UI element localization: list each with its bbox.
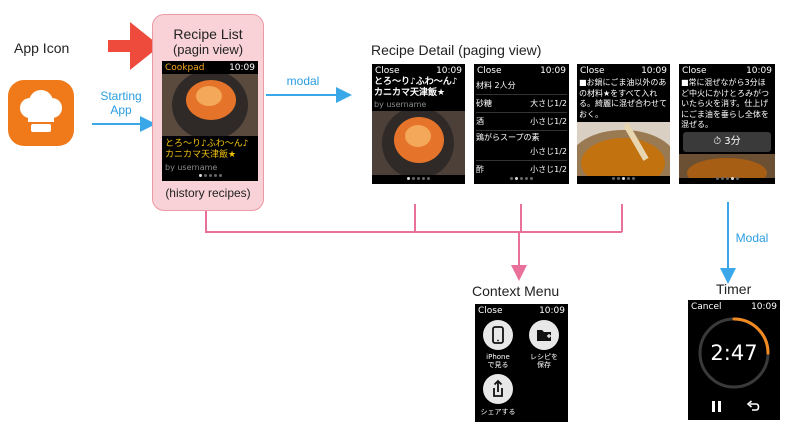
ingredient-row: 酢 小さじ1/2	[476, 165, 567, 174]
recipe-list-title: Recipe List	[173, 26, 243, 42]
recipe-detail-label: Recipe Detail (paging view)	[371, 42, 542, 58]
close-button[interactable]: Close	[375, 66, 400, 76]
ingredient-row: 酒 小さじ1/2	[476, 113, 567, 131]
recipe-author: by username	[165, 163, 218, 172]
recipe-title: とろ〜り♪ふわ〜ん♪カニカマ天津飯★	[374, 77, 458, 98]
recipe-photo	[162, 74, 258, 136]
save-recipe-button[interactable]	[529, 320, 559, 350]
context-menu-bracket	[205, 204, 623, 233]
close-button[interactable]: Close	[478, 306, 503, 316]
timer-label: Timer	[716, 281, 752, 297]
clock-time: 10:09	[539, 306, 565, 316]
clock-time: 10:09	[436, 66, 462, 76]
view-on-iphone-label: iPhone で見る	[486, 353, 510, 369]
app-icon-label: App Icon	[14, 40, 70, 56]
ingredient-row: 砂糖 大さじ1/2	[476, 95, 567, 113]
clock-time: 10:09	[746, 66, 772, 76]
ingredient-row: 鶏がらスープの素 小さじ1/2	[476, 131, 567, 161]
cookpad-app-icon[interactable]	[8, 80, 74, 146]
share-button[interactable]	[483, 374, 513, 404]
clock-time: 10:09	[229, 63, 255, 73]
page-indicator[interactable]	[679, 177, 775, 182]
clock-time: 10:09	[641, 66, 667, 76]
cancel-button[interactable]: Cancel	[691, 302, 722, 312]
starting-app-line1: Starting	[100, 89, 142, 103]
recipe-detail-screen-3[interactable]: Close 10:09 ■お鍋にごま油以外のあの材料★をすべて入れる。綺麗に混ぜ…	[577, 64, 670, 184]
timer-modal-label: Modal	[735, 231, 769, 245]
page-indicator[interactable]	[372, 177, 465, 182]
app-name[interactable]: Cookpad	[165, 63, 205, 73]
recipe-title: とろ〜り♪ふわ〜ん♪カニカマ天津飯★	[165, 139, 249, 160]
clock-time: 10:09	[540, 66, 566, 76]
close-button[interactable]: Close	[682, 66, 707, 76]
status-bar: Cookpad 10:09	[165, 62, 255, 74]
close-button[interactable]: Close	[580, 66, 605, 76]
recipe-detail-screen-2[interactable]: Close 10:09 材料 2人分 砂糖 大さじ1/2 酒 小さじ1/2 鶏が…	[474, 64, 569, 184]
step-photo	[577, 122, 670, 176]
recipe-list-screen[interactable]: Cookpad 10:09 とろ〜り♪ふわ〜ん♪カニカマ天津飯★ by user…	[162, 61, 258, 181]
modal-label: modal	[286, 74, 320, 88]
red-pointer-arrow	[108, 22, 160, 70]
starting-app-label: Starting App	[96, 89, 146, 117]
chef-hat-icon	[20, 90, 62, 132]
step-text: ■常に混ぜながら3分ほど中火にかけとろみがついたら火を消す。仕上げにごま油を垂ら…	[681, 78, 769, 129]
servings-row: 材料 2人分	[476, 77, 567, 95]
timer-progress-arc	[698, 317, 770, 389]
history-recipes-label: (history recipes)	[165, 186, 251, 200]
pause-icon[interactable]	[712, 401, 722, 412]
folder-add-icon	[537, 330, 551, 341]
page-indicator[interactable]	[577, 177, 670, 182]
page-indicator[interactable]	[162, 174, 258, 179]
context-menu-screen[interactable]: Close 10:09 iPhone で見る レシピを 保存 シェアする	[475, 304, 568, 422]
iphone-icon	[492, 326, 504, 344]
share-label: シェアする	[480, 408, 516, 416]
view-on-iphone-button[interactable]	[483, 320, 513, 350]
timer-remaining: 2:47	[710, 341, 758, 365]
recipe-author: by username	[374, 100, 427, 109]
step-text: ■お鍋にごま油以外のあの材料★をすべて入れる。綺麗に混ぜ合わせておく。	[579, 78, 667, 119]
servings: 材料 2人分	[476, 81, 516, 90]
context-menu-label: Context Menu	[472, 283, 560, 299]
recipe-detail-screen-4[interactable]: Close 10:09 ■常に混ぜながら3分ほど中火にかけとろみがついたら火を消…	[679, 64, 775, 184]
timer-button[interactable]: ⏱ 3分	[683, 132, 771, 152]
share-icon	[493, 379, 503, 397]
page-indicator[interactable]	[474, 177, 569, 182]
recipe-photo	[372, 111, 465, 175]
timer-screen[interactable]: Cancel 10:09 2:47	[688, 300, 780, 420]
recipe-list-subtitle: (pagin view)	[172, 42, 244, 57]
save-recipe-label: レシピを 保存	[530, 353, 558, 369]
timer-ring	[698, 317, 770, 389]
step-photo	[679, 154, 775, 178]
restart-icon[interactable]	[746, 399, 760, 413]
close-button[interactable]: Close	[477, 66, 502, 76]
recipe-detail-screen-1[interactable]: Close 10:09 とろ〜り♪ふわ〜ん♪カニカマ天津飯★ by userna…	[372, 64, 465, 184]
starting-app-line2: App	[110, 103, 132, 117]
clock-time: 10:09	[751, 302, 777, 312]
